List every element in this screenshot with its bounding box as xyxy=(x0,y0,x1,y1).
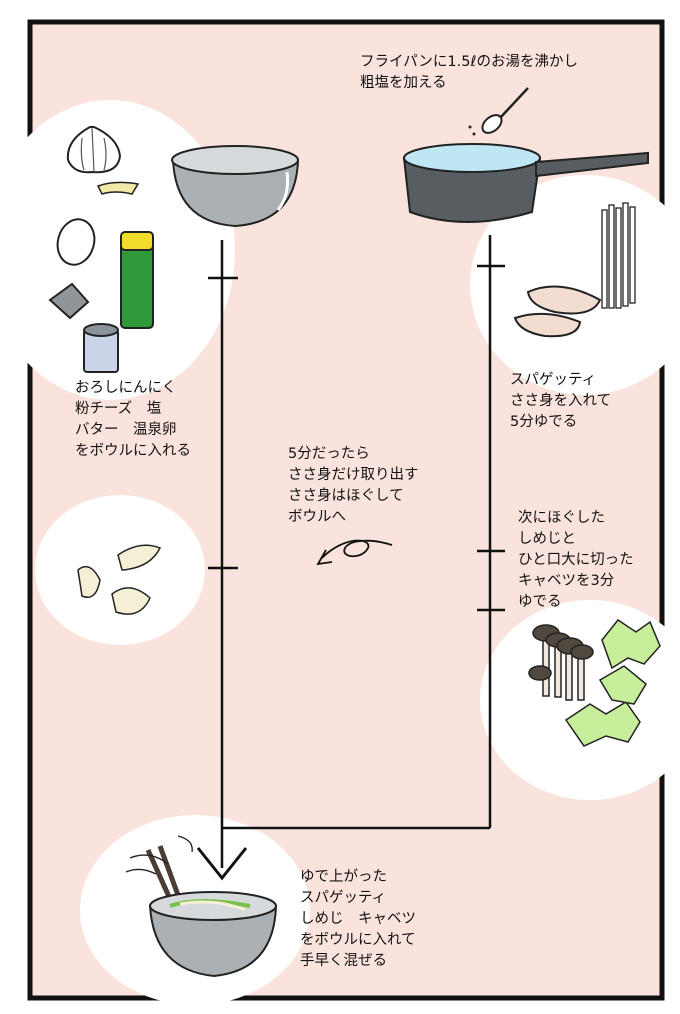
curved-arrow xyxy=(321,539,393,559)
cheese-can-icon xyxy=(120,231,154,329)
spoon-icon xyxy=(468,87,529,136)
spaghetti-bundle-icon xyxy=(601,202,636,309)
spaghetti-step-text: スパゲッティ ささ身を入れて 5分ゆでる xyxy=(510,372,612,430)
garlic-icon xyxy=(66,126,122,174)
chicken-step-text: 5分だったら ささ身だけ取り出す ささ身はほぐして ボウルへ xyxy=(288,446,419,525)
bowl-icon xyxy=(171,145,300,228)
mushroom-cabbage-step-text: 次にほぐした しめじと ひと口大に切った キャベツを3分 ゆでる xyxy=(518,510,634,610)
egg-icon xyxy=(56,218,96,266)
cabbage-icon xyxy=(564,618,661,747)
salt-shaker-icon xyxy=(83,323,119,373)
chicken-bubble xyxy=(35,495,205,645)
chicken-tender-icon-2 xyxy=(513,312,582,338)
flow-lines xyxy=(208,235,505,868)
butter-icon xyxy=(48,282,90,320)
chicken-tender-icon xyxy=(526,285,602,315)
final-step-text: ゆで上がった スパゲッティ しめじ キャベツ をボウルに入れて 手早く混ぜる xyxy=(300,869,416,969)
final-bowl-icon xyxy=(125,835,278,978)
grated-garlic-icon xyxy=(96,181,140,195)
shredded-chicken-icon xyxy=(77,544,162,615)
frying-pan-icon xyxy=(402,143,649,223)
down-arrow-head xyxy=(196,847,248,881)
pan-step-text: フライパンに1.5ℓのお湯を沸かし 粗塩を加える xyxy=(360,54,578,91)
curved-arrow-head xyxy=(316,549,333,566)
shimeji-mushroom-icon xyxy=(528,624,594,701)
bowl-ingredients-text: おろしにんにく 粉チーズ 塩 バター 温泉卵 をボウルに入れる xyxy=(75,380,191,459)
